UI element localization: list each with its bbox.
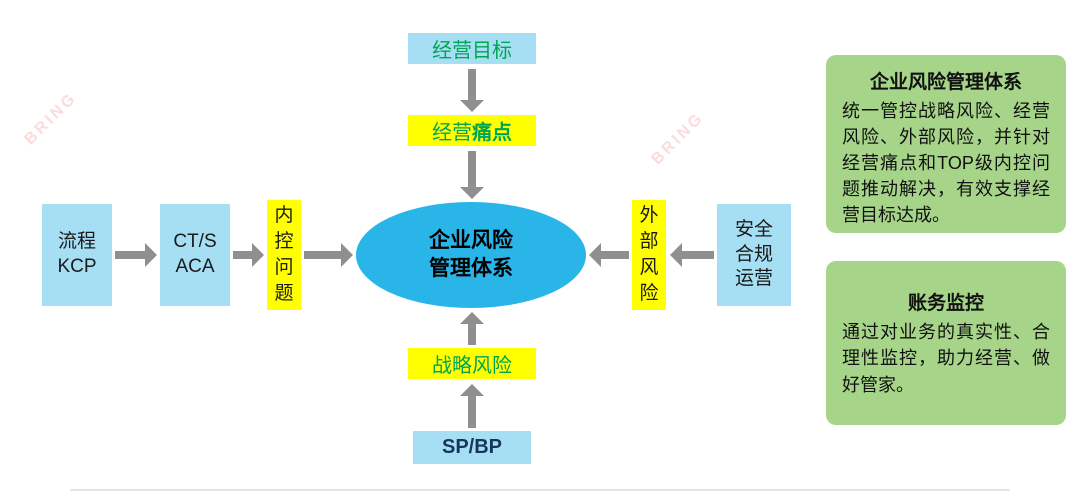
- internal-control-box: 内控问题: [267, 200, 301, 310]
- watermark: BRING: [648, 109, 708, 169]
- ctsaca-label: CT/S ACA: [173, 231, 217, 277]
- panel-risk-system: 企业风险管理体系 统一管控战略风险、经营风险、外部风险，并针对经营痛点和TOP级…: [826, 55, 1066, 233]
- arrow-down-pain-to-center: [460, 151, 484, 199]
- internal-control-label: 内控问题: [274, 205, 294, 304]
- pain-point-label: 经营痛点: [432, 116, 512, 145]
- external-risk-label: 外部风险: [639, 205, 659, 304]
- security-ops-box: 安全 合规 运营: [717, 204, 791, 306]
- security-ops-label: 安全 合规 运营: [734, 218, 773, 290]
- pain-point-bold: 痛点: [472, 122, 512, 144]
- panel-finance-monitor-title: 账务监控: [907, 293, 984, 315]
- process-kcp-box: 流程 KCP: [42, 204, 112, 306]
- center-label: 企业风险 管理体系: [429, 228, 513, 280]
- watermark: BRING: [21, 89, 81, 149]
- pain-point-box: 经营痛点: [408, 115, 536, 146]
- arrow-right-internal-to-center: [304, 243, 353, 267]
- pain-point-normal: 经营: [432, 122, 472, 144]
- strategic-risk-box: 战略风险: [408, 348, 536, 379]
- arrow-right-kcp-to-ctsaca: [115, 243, 157, 267]
- arrow-up-strategic-to-center: [460, 312, 484, 345]
- ctsaca-box: CT/S ACA: [160, 204, 230, 306]
- panel-finance-monitor: 账务监控 通过对业务的真实性、合理性监控，助力经营、做好管家。: [826, 261, 1066, 425]
- panel-risk-system-title: 企业风险管理体系: [869, 72, 1022, 93]
- arrow-left-external-to-center: [589, 243, 629, 267]
- process-kcp-label: 流程 KCP: [57, 231, 97, 277]
- goal-box: 经营目标: [408, 33, 536, 64]
- arrow-down-goal-to-pain: [460, 69, 484, 112]
- spbp-label: SP/BP: [441, 436, 503, 458]
- arrow-left-security-to-external: [670, 243, 714, 267]
- bottom-divider: [70, 489, 1010, 491]
- external-risk-box: 外部风险: [632, 200, 666, 310]
- arrow-up-spbp-to-strategic: [460, 384, 484, 428]
- center-ellipse: 企业风险 管理体系: [356, 202, 586, 308]
- goal-label: 经营目标: [432, 40, 512, 62]
- panel-finance-monitor-body: 通过对业务的真实性、合理性监控，助力经营、做好管家。: [842, 322, 1050, 395]
- arrow-right-ctsaca-to-internal: [233, 243, 264, 267]
- strategic-risk-label: 战略风险: [432, 355, 512, 377]
- panel-risk-system-body: 统一管控战略风险、经营风险、外部风险，并针对经营痛点和TOP级内控问题推动解决，…: [842, 101, 1050, 226]
- spbp-box: SP/BP: [413, 431, 531, 464]
